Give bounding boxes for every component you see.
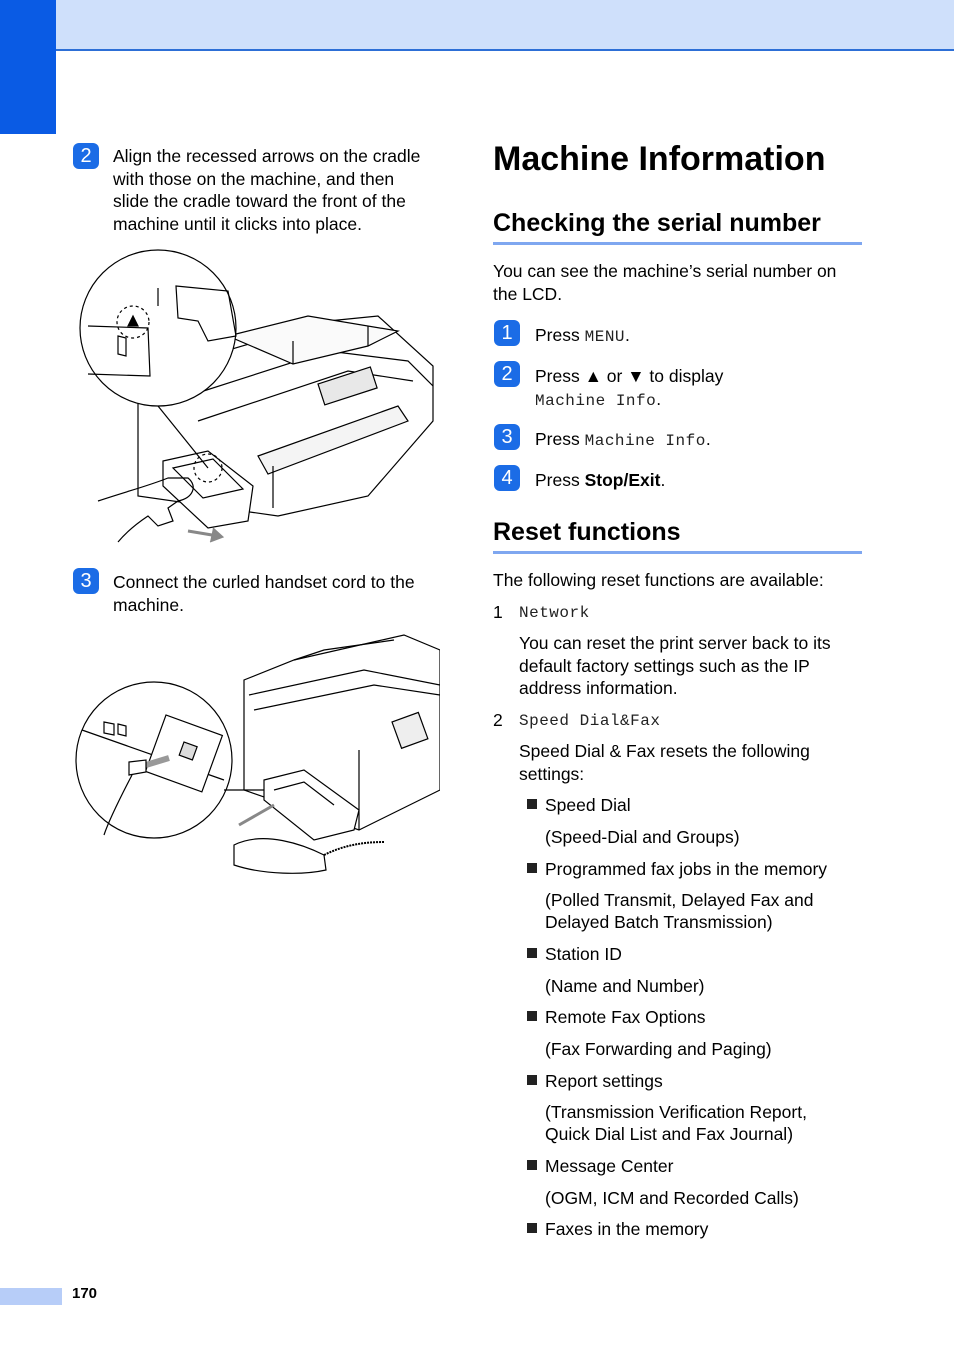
step-text: Press ▲ or ▼ to display (535, 366, 724, 386)
serial-intro: You can see the machine’s serial number … (493, 260, 873, 305)
bullet-label: Faxes in the memory (545, 1219, 709, 1239)
bullet-sub: (Fax Forwarding and Paging) (545, 1039, 772, 1059)
lcd-code: MENU (584, 328, 626, 346)
step-3-line: Connect the curled handset cord to the (113, 572, 415, 592)
serial-intro-line: the LCD. (493, 283, 563, 304)
bullet-sub: Delayed Batch Transmission) (545, 912, 773, 932)
page-number: 170 (72, 1285, 98, 1302)
serial-step-3: Press Machine Info. (535, 428, 711, 453)
bullet-sub: (OGM, ICM and Recorded Calls) (545, 1188, 799, 1208)
bullet-sub: (Name and Number) (545, 976, 705, 996)
step-2-line: Align the recessed arrows on the cradle (113, 146, 421, 166)
serial-step-2: Press ▲ or ▼ to display Machine Info. (535, 365, 723, 412)
step-punct: . (705, 429, 711, 449)
bullet-square (527, 1223, 537, 1233)
bullet-sub: (Polled Transmit, Delayed Fax and (545, 890, 814, 910)
chapter-tab (0, 0, 56, 134)
header-band (0, 0, 954, 51)
step-text: Press (535, 325, 585, 345)
step-punct: . (660, 470, 666, 490)
serial-step-badge-3: 3 (494, 424, 520, 450)
step-3-text: Connect the curled handset cord to the m… (113, 571, 453, 616)
bullet-sub: (Transmission Verification Report, (545, 1102, 807, 1122)
step-text: Press (535, 429, 585, 449)
section-heading-reset: Reset functions (493, 518, 862, 554)
bullet-square (527, 948, 537, 958)
desc-line: address information. (519, 678, 678, 698)
reset-item-num-1: 1 (493, 602, 503, 622)
cradle-illustration (79, 249, 434, 543)
step-badge-2: 2 (73, 143, 99, 169)
serial-step-1: Press MENU. (535, 324, 630, 349)
serial-step-badge-2: 2 (494, 361, 520, 387)
reset-item-desc-1: You can reset the print server back to i… (519, 632, 879, 700)
reset-item-desc-2: Speed Dial & Fax resets the following se… (519, 740, 879, 785)
step-punct: . (656, 388, 662, 409)
bullet-label: Speed Dial (545, 795, 631, 815)
reset-item-code-2: Speed Dial&Fax (519, 712, 661, 730)
step-2-line: with those on the machine, and then (113, 168, 395, 189)
step-2-line: slide the cradle toward the front of the (113, 191, 406, 211)
serial-intro-line: You can see the machine’s serial number … (493, 261, 837, 281)
desc-line: default factory settings such as the IP (519, 655, 810, 676)
desc-line: settings: (519, 763, 585, 784)
button-name: Stop/Exit (584, 470, 661, 490)
bullet-label: Programmed fax jobs in the memory (545, 859, 828, 879)
lcd-code: Machine Info (584, 432, 706, 450)
bullet-sub: (Speed-Dial and Groups) (545, 827, 740, 847)
serial-step-4: Press Stop/Exit. (535, 469, 665, 492)
desc-line: You can reset the print server back to i… (519, 633, 831, 653)
bullet-square (527, 799, 537, 809)
step-punct: . (625, 325, 630, 345)
step-badge-3: 3 (73, 568, 99, 594)
step-2-line: machine until it clicks into place. (113, 213, 362, 234)
step-text: Press (535, 470, 585, 490)
page-title: Machine Information (493, 140, 826, 178)
reset-item-code-1: Network (519, 604, 590, 622)
bullet-square (527, 1011, 537, 1021)
section-heading-serial: Checking the serial number (493, 209, 862, 245)
bullet-label: Message Center (545, 1156, 674, 1176)
page-number-bar (0, 1288, 62, 1305)
bullet-sub: Quick Dial List and Fax Journal) (545, 1124, 794, 1144)
serial-step-badge-4: 4 (494, 465, 520, 491)
step-2-text: Align the recessed arrows on the cradle … (113, 145, 453, 235)
desc-line: Speed Dial & Fax resets the following (519, 741, 810, 761)
bullet-label: Station ID (545, 944, 622, 964)
bullet-square (527, 863, 537, 873)
bullet-square (527, 1160, 537, 1170)
step-3-line: machine. (113, 594, 185, 615)
bullet-square (527, 1075, 537, 1085)
reset-item-num-2: 2 (493, 710, 503, 730)
reset-intro: The following reset functions are availa… (493, 570, 824, 590)
bullet-label: Report settings (545, 1071, 663, 1091)
handset-cord-illustration (75, 634, 440, 874)
lcd-code: Machine Info (535, 391, 657, 410)
bullet-label: Remote Fax Options (545, 1007, 706, 1027)
serial-step-badge-1: 1 (494, 320, 520, 346)
